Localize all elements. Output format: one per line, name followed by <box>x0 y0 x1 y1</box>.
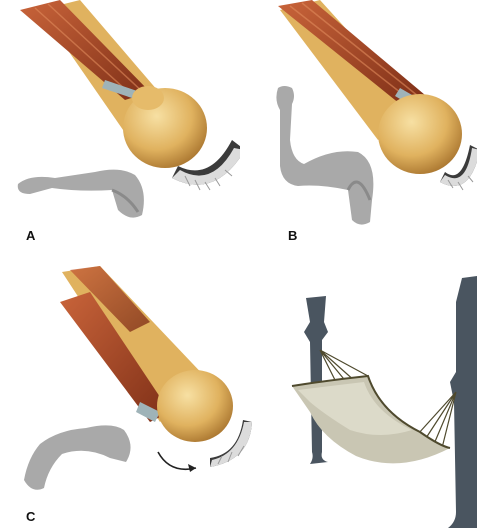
greater-tubercle <box>132 86 164 110</box>
panel-c-svg <box>0 262 260 528</box>
panel-d-illustration <box>270 262 477 528</box>
panel-label-c: C <box>26 509 35 524</box>
rotation-arrowhead <box>188 464 196 472</box>
panel-label-b: B <box>288 228 297 243</box>
humeral-head <box>378 94 462 174</box>
arm-silhouette <box>18 170 144 218</box>
arm-silhouette <box>24 425 131 489</box>
humeral-head <box>157 370 233 442</box>
panel-b-svg <box>240 0 477 250</box>
panel-d-svg <box>270 262 477 528</box>
panel-label-a: A <box>26 228 35 243</box>
panel-a-svg <box>0 0 240 250</box>
left-tree-icon <box>304 296 328 464</box>
panel-b-illustration <box>240 0 477 250</box>
panel-c-illustration <box>0 262 260 528</box>
panel-a-illustration <box>0 0 240 250</box>
